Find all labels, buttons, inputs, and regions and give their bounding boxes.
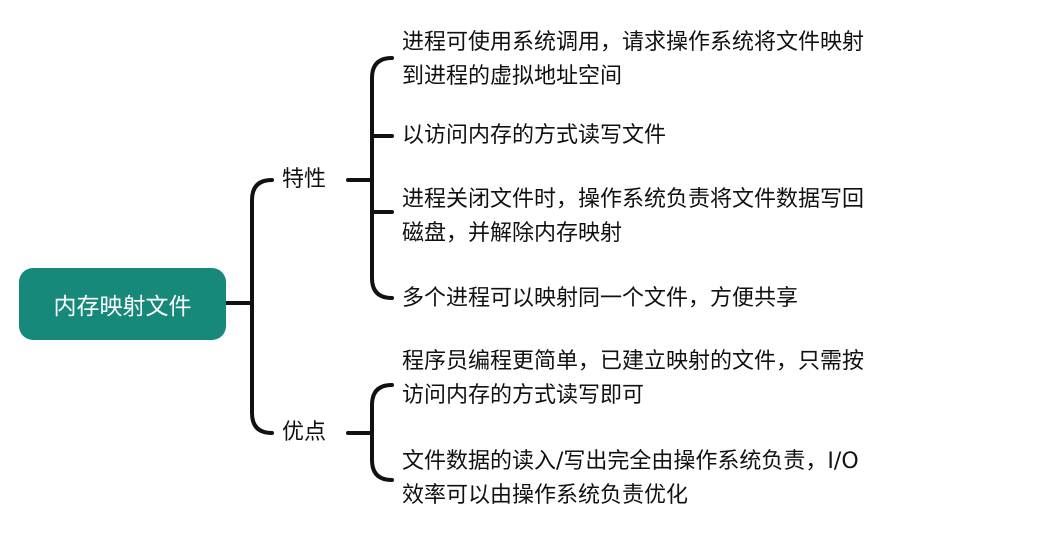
- branch-2-bracket: [370, 383, 394, 482]
- branch-1-bracket: [370, 56, 394, 300]
- branch-advantages[interactable]: 优点: [282, 418, 326, 448]
- leaf-advantages-2[interactable]: 文件数据的读入/写出完全由操作系统负责，I/O 效率可以由操作系统负责优化: [402, 445, 859, 513]
- leaf-line: 访问内存的方式读写即可: [402, 383, 645, 408]
- leaf-features-3[interactable]: 进程关闭文件时，操作系统负责将文件数据写回 磁盘，并解除内存映射: [402, 183, 864, 251]
- leaf-line: 进程可使用系统调用，请求操作系统将文件映射: [402, 30, 865, 55]
- leaf-line: 程序员编程更简单，已建立映射的文件，只需按: [402, 349, 865, 374]
- leaf-line: 进程关闭文件时，操作系统负责将文件数据写回: [402, 187, 865, 212]
- main-bracket: [250, 178, 274, 435]
- branch-features[interactable]: 特性: [282, 165, 326, 195]
- leaf-features-2[interactable]: 以访问内存的方式读写文件: [402, 119, 666, 153]
- leaf-line: 到进程的虚拟地址空间: [402, 64, 623, 89]
- root-label: 内存映射文件: [53, 294, 192, 320]
- leaf-line: 磁盘，并解除内存映射: [402, 221, 623, 246]
- leaf-line: 多个进程可以映射同一个文件，方便共享: [402, 286, 799, 311]
- leaf-features-1[interactable]: 进程可使用系统调用，请求操作系统将文件映射 到进程的虚拟地址空间: [402, 26, 864, 94]
- leaf-advantages-1[interactable]: 程序员编程更简单，已建立映射的文件，只需按 访问内存的方式读写即可: [402, 345, 864, 413]
- leaf-line: 以访问内存的方式读写文件: [402, 123, 667, 148]
- branch-features-label: 特性: [282, 167, 327, 192]
- branch-advantages-label: 优点: [282, 420, 327, 445]
- leaf-features-4[interactable]: 多个进程可以映射同一个文件，方便共享: [402, 282, 798, 316]
- leaf-line: 效率可以由操作系统负责优化: [402, 483, 689, 508]
- root-node[interactable]: 内存映射文件: [19, 268, 226, 340]
- leaf-line: 文件数据的读入/写出完全由操作系统负责，I/O: [402, 449, 859, 474]
